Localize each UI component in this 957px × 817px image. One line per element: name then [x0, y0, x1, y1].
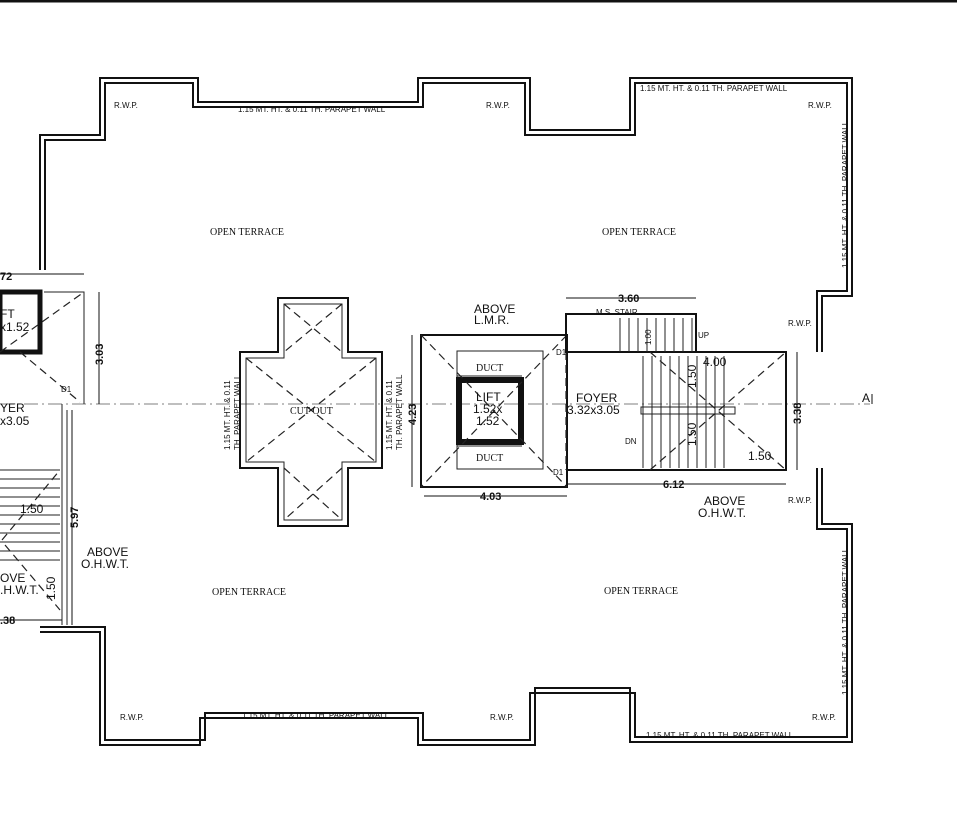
cut-out: [239, 297, 383, 527]
above-ohwt-label: ABOVE: [87, 545, 128, 559]
open-terrace-label: OPEN TERRACE: [604, 586, 678, 597]
dimension-label: 1.50: [20, 502, 44, 516]
dimension-label: 3.03: [94, 344, 106, 365]
open-terrace-label: OPEN TERRACE: [210, 227, 284, 238]
foyer-label: YER: [0, 401, 25, 415]
dimension-label: 3.38: [792, 403, 804, 424]
left-partial-plan: [0, 289, 85, 625]
dimension-label: .38: [0, 615, 15, 627]
foyer-size-label: x3.05: [0, 414, 30, 428]
open-terrace-label: OPEN TERRACE: [602, 227, 676, 238]
above-lmr-label: L.M.R.: [474, 313, 509, 327]
dn-label: DN: [625, 437, 637, 446]
door-label: D1: [553, 468, 564, 477]
up-label: UP: [698, 331, 709, 340]
door-label: D1: [556, 348, 567, 357]
rwp-label: R.W.P.: [114, 101, 138, 110]
rwp-label: R.W.P.: [490, 713, 514, 722]
lift-size-label: x1.52: [0, 320, 30, 334]
parapet-wall-label: 1.15 MT. HT. & 0.11 TH. PARAPET WALL: [238, 105, 386, 114]
dimension-label: 1.50: [685, 364, 699, 388]
foyer-label: FOYER: [576, 391, 618, 405]
parapet-wall-label: TH. PARAPET WALL: [233, 374, 242, 450]
foyer-size-label: 3.32x3.05: [567, 403, 620, 417]
open-terrace-label: OPEN TERRACE: [212, 587, 286, 598]
parapet-wall-label: 1.15 MT. HT. & 0.11 TH. PARAPET WALL: [646, 731, 794, 740]
dimension-label: 1.50: [44, 576, 58, 600]
parapet-wall-label: 1.15 MT. HT. & 0.11 TH. PARAPET WALL: [242, 711, 390, 720]
dimension-label: 3.60: [618, 293, 639, 305]
duct-label: DUCT: [476, 363, 503, 374]
dimension-lines: [0, 273, 798, 625]
duct-label: DUCT: [476, 453, 503, 464]
parapet-wall-label: 1.15 MT. HT. & 0.11: [385, 380, 394, 450]
above-ohwt-label: .H.W.T.: [0, 583, 39, 597]
cut-out-label: CUT OUT: [290, 406, 333, 417]
dimension-label: 4.00: [703, 355, 727, 369]
dimension-label: 4.03: [480, 491, 501, 503]
dimension-label: 4.23: [407, 404, 419, 425]
above-ohwt-label: ABOVE: [704, 494, 745, 508]
above-ohwt-label: O.H.W.T.: [698, 506, 746, 520]
parapet-wall-label: 1.15 MT. HT. & 0.11: [223, 380, 232, 450]
rwp-label: R.W.P.: [808, 101, 832, 110]
lift-size-label: 1.52x: [473, 402, 502, 416]
dimension-label: 1.50: [748, 449, 772, 463]
above-ohwt-label: O.H.W.T.: [81, 557, 129, 571]
parapet-wall-label: 1.15 MT. HT. & 0.11 TH. PARAPET WALL: [640, 84, 788, 93]
lift-label: FT: [0, 307, 15, 321]
rwp-label: R.W.P.: [788, 496, 812, 505]
rwp-label: R.W.P.: [788, 319, 812, 328]
rwp-label: R.W.P.: [812, 713, 836, 722]
dimension-label: 1.50: [685, 422, 699, 446]
lift-shaft: [456, 377, 524, 445]
door-label: D1: [61, 385, 72, 394]
rwp-label: R.W.P.: [120, 713, 144, 722]
dimension-label: 6.12: [663, 479, 684, 491]
lift-size-label: 1.52: [476, 414, 500, 428]
dimension-label: 72: [0, 271, 12, 283]
above-ohwt-label: OVE: [0, 571, 25, 585]
dimension-label: 1.00: [644, 329, 653, 345]
dimension-label: 5.97: [69, 507, 81, 528]
rwp-label: R.W.P.: [486, 101, 510, 110]
parapet-wall-label: 1.15 MT. HT. & 0.11 TH. PARAPET WALL: [841, 120, 850, 268]
parapet-wall: [39, 77, 853, 746]
above-lmr-label: ABOVE: [474, 302, 515, 316]
lift-label: LIFT: [476, 390, 501, 404]
parapet-wall-label: TH. PARAPET WALL: [395, 374, 404, 450]
section-mark: A: [862, 391, 870, 405]
parapet-wall-label: 1.15 MT. HT. & 0.11 TH. PARAPET WALL: [841, 547, 850, 695]
stair-label: M.S. STAIR: [596, 308, 638, 317]
